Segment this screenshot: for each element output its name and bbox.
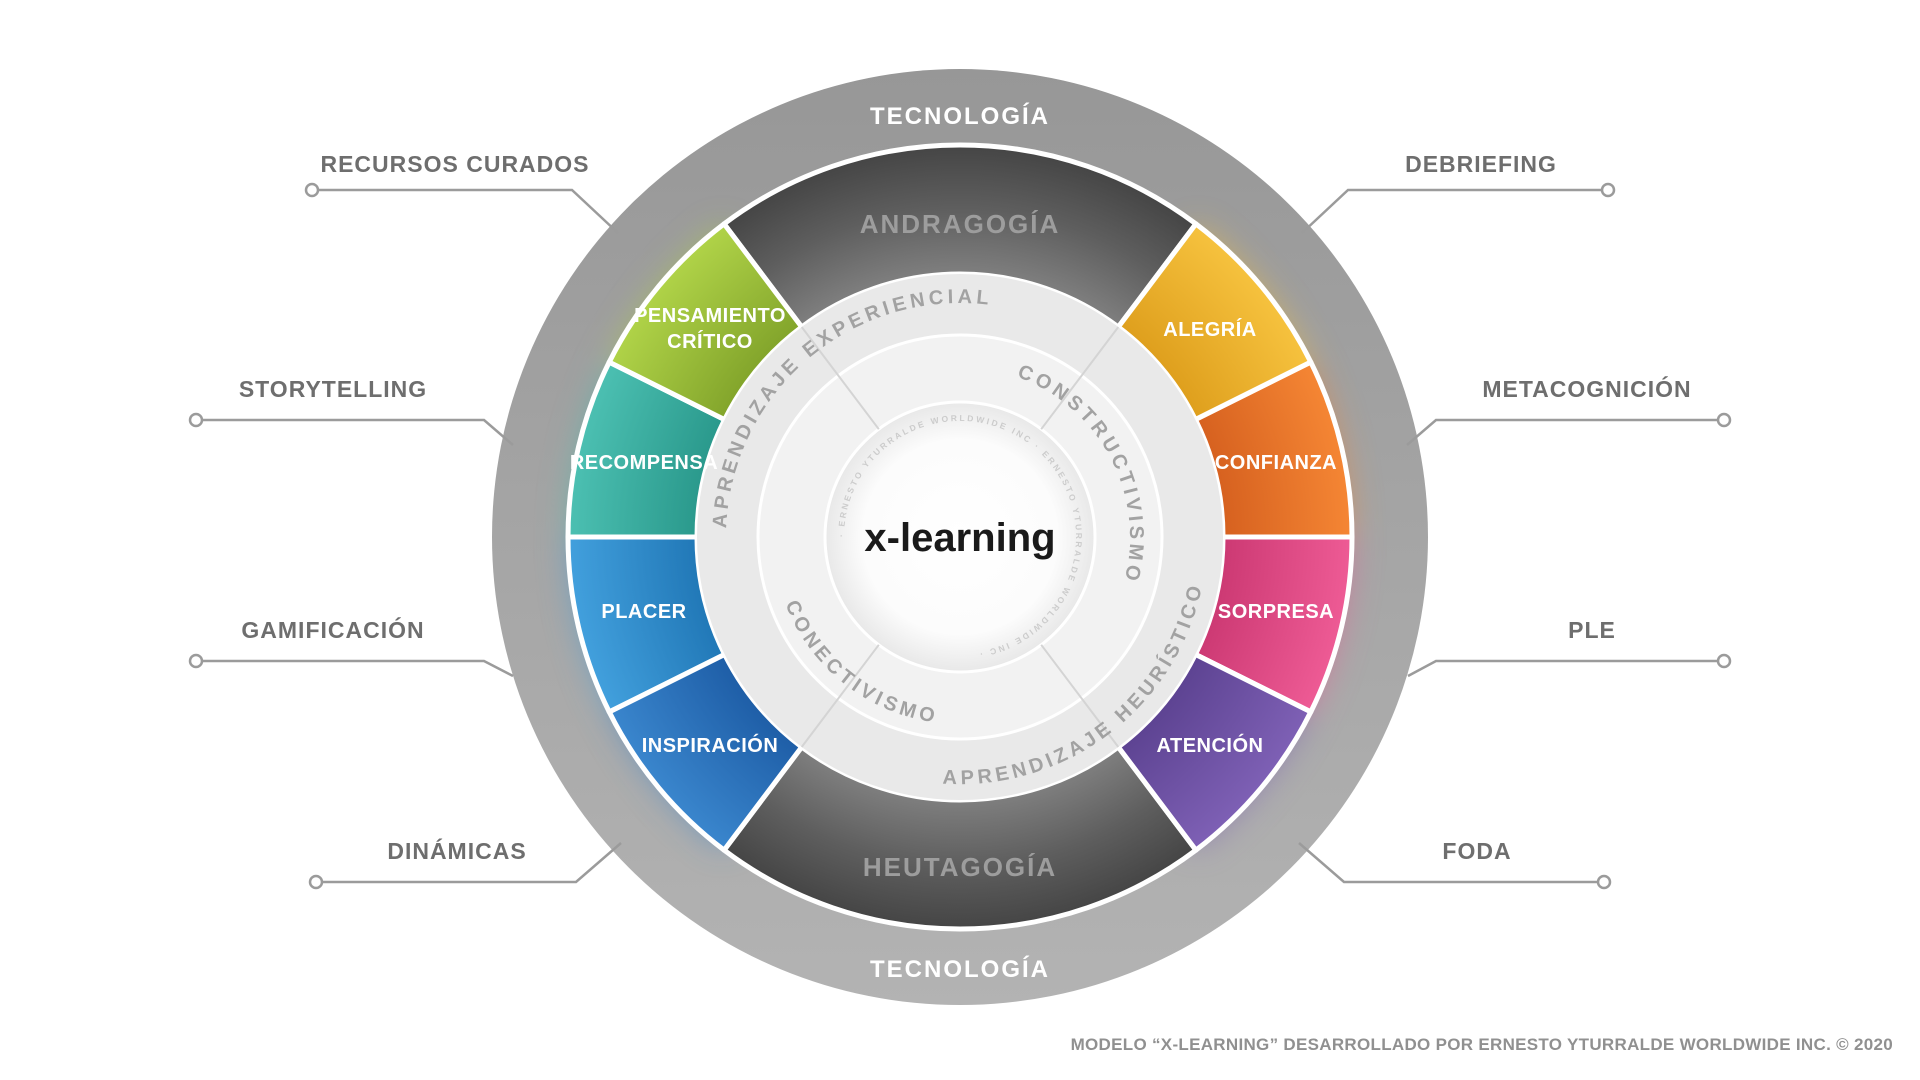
dark-ring-label-heutagogia: HEUTAGOGÍA	[863, 852, 1057, 882]
callout-label-debriefing: DEBRIEFING	[1405, 151, 1557, 177]
wedge-label-pensamiento-line2: CRÍTICO	[667, 330, 753, 353]
callout-line	[316, 842, 622, 884]
wedge-label-sorpresa: SORPRESA	[1218, 601, 1334, 623]
outer-ring-label-top: TECNOLOGÍA	[870, 102, 1050, 130]
callout-line	[1406, 418, 1724, 446]
callout-label-storytelling: STORYTELLING	[239, 376, 427, 402]
callout-foda: FODA	[1298, 838, 1612, 890]
callout-dot	[1716, 412, 1732, 428]
callout-label-metacognicion: METACOGNICIÓN	[1482, 375, 1691, 402]
divider-sw	[800, 644, 880, 748]
center-logo: x-learning	[864, 516, 1055, 560]
wedge-label-pensamiento-line1: PENSAMIENTO	[634, 305, 786, 327]
callout-storytelling: STORYTELLING	[188, 376, 514, 446]
wedge-label-confianza: CONFIANZA	[1215, 452, 1337, 474]
callout-label-foda: FODA	[1442, 838, 1511, 864]
divider-nw	[800, 326, 880, 430]
callout-line	[196, 418, 514, 446]
wedge-label-alegria: ALEGRÍA	[1163, 318, 1257, 341]
callout-dot	[304, 182, 320, 198]
callout-line	[1407, 659, 1724, 678]
callout-line	[1298, 842, 1604, 884]
callout-line	[1301, 188, 1608, 234]
callout-label-ple: PLE	[1568, 617, 1616, 643]
callout-line	[312, 188, 619, 234]
wedge-label-recompensa: RECOMPENSA	[570, 452, 718, 474]
divider-ne	[1040, 326, 1120, 430]
callout-dot	[188, 412, 204, 428]
center-disc	[823, 400, 1097, 674]
callout-dot	[1596, 874, 1612, 890]
callout-dot	[1716, 653, 1732, 669]
callout-dot	[188, 653, 204, 669]
callout-recursos-curados: RECURSOS CURADOS	[304, 151, 619, 234]
footer-credit: MODELO “X-LEARNING” DESARROLLADO POR ERN…	[1071, 1035, 1893, 1054]
callout-metacognicion: METACOGNICIÓN	[1406, 375, 1732, 446]
wedge-label-atencion: ATENCIÓN	[1157, 733, 1264, 757]
callout-label-gamificacion: GAMIFICACIÓN	[241, 616, 424, 643]
callout-debriefing: DEBRIEFING	[1301, 151, 1616, 234]
callout-dot	[308, 874, 324, 890]
callout-gamificacion: GAMIFICACIÓN	[188, 616, 514, 678]
dark-ring-label-andragogia: ANDRAGOGÍA	[860, 209, 1061, 239]
callout-dot	[1600, 182, 1616, 198]
outer-ring-label-bottom: TECNOLOGÍA	[870, 955, 1050, 983]
callout-ple: PLE	[1407, 617, 1732, 678]
callout-line	[196, 659, 514, 678]
callout-dinamicas: DINÁMICAS	[308, 837, 622, 890]
callout-label-dinamicas: DINÁMICAS	[387, 837, 526, 864]
callout-label-recursos-curados: RECURSOS CURADOS	[320, 151, 589, 177]
divider-se	[1040, 644, 1120, 748]
wedge-label-inspiracion: INSPIRACIÓN	[642, 733, 779, 757]
wedge-label-placer: PLACER	[601, 601, 686, 623]
